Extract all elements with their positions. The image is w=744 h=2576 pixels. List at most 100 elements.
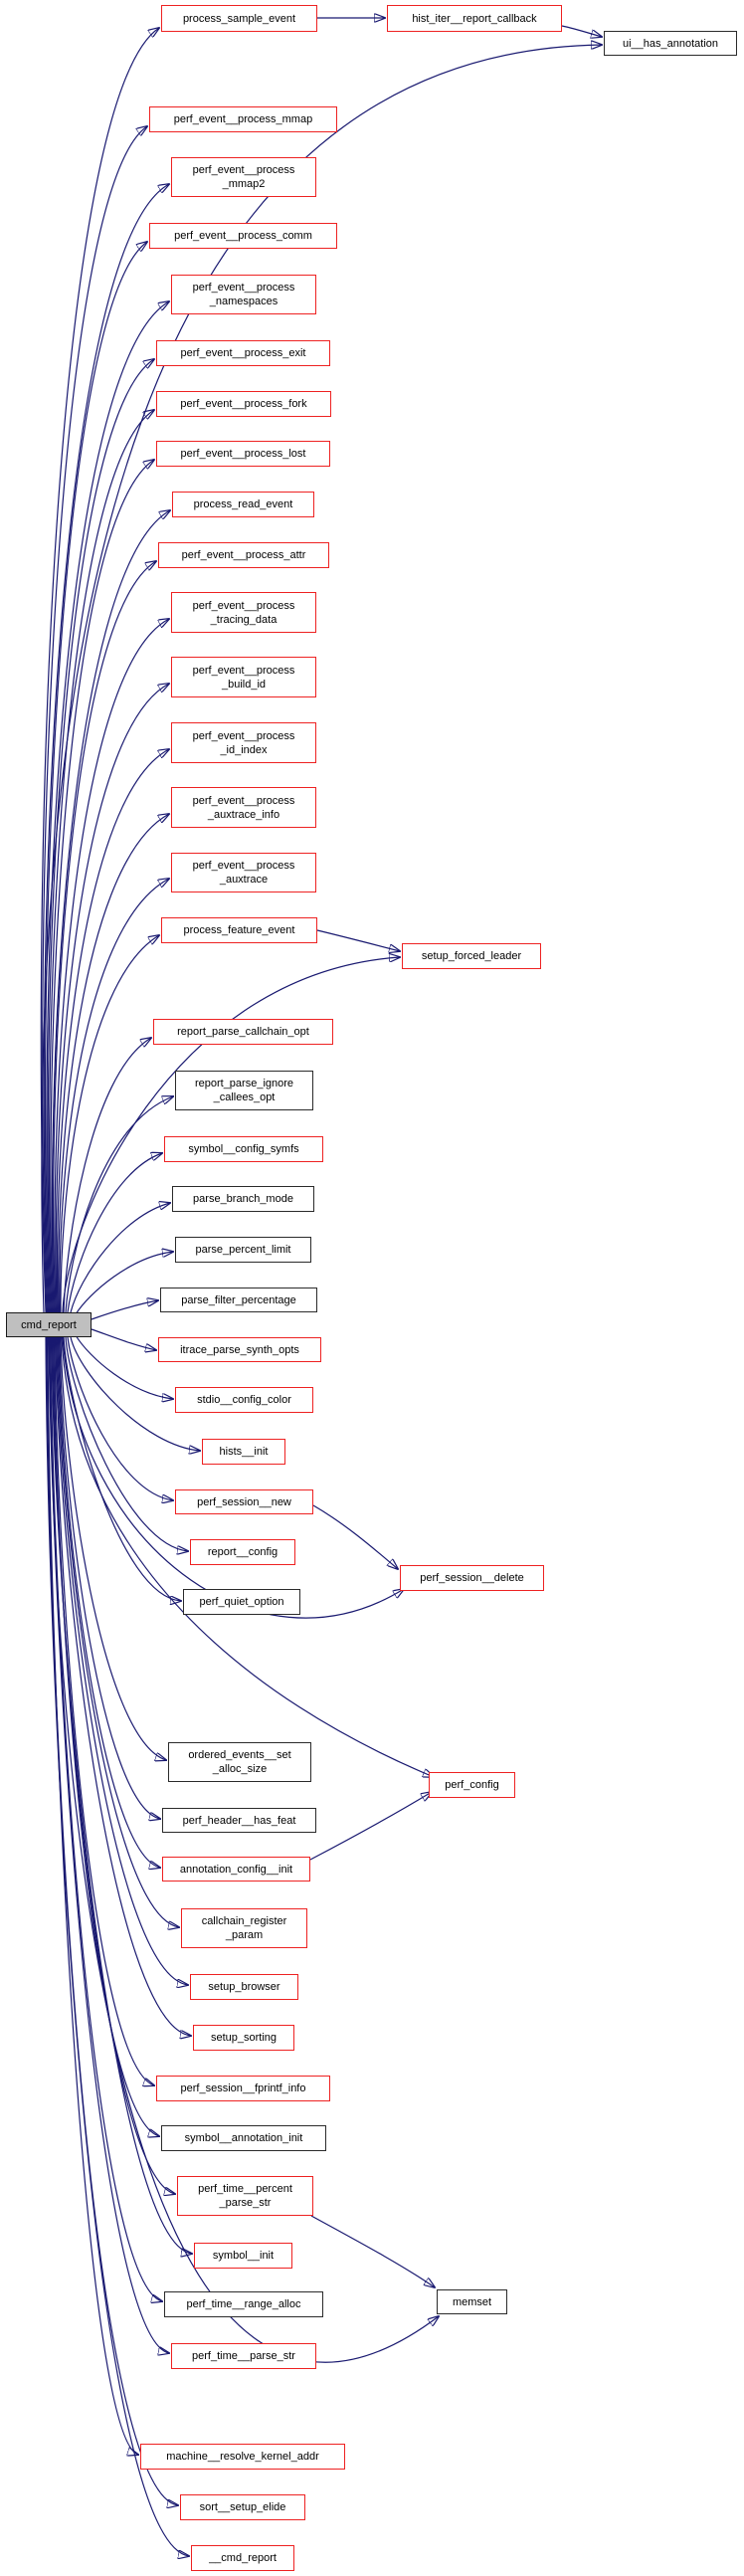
edge-cmd_report-perf_event__process_tracing_data	[54, 619, 169, 1313]
node-process_feature_event[interactable]: process_feature_event	[161, 917, 317, 943]
node-perf_event__process_exit[interactable]: perf_event__process_exit	[156, 340, 330, 366]
node-perf_time__range_alloc[interactable]: perf_time__range_alloc	[164, 2291, 323, 2317]
node-cmd_report: cmd_report	[6, 1312, 92, 1337]
node-perf_session__new[interactable]: perf_session__new	[175, 1489, 313, 1514]
node-parse_branch_mode[interactable]: parse_branch_mode	[172, 1186, 314, 1212]
node-perf_header__has_feat[interactable]: perf_header__has_feat	[162, 1808, 316, 1833]
node-perf_event__process_namespaces[interactable]: perf_event__process _namespaces	[171, 275, 316, 314]
edge-cmd_report-perf_time__range_alloc	[50, 1336, 162, 2301]
edge-cmd_report-perf_event__process_exit	[47, 359, 154, 1313]
edge-cmd_report-annotation_config__init	[58, 1336, 160, 1868]
edge-cmd_report-setup_sorting	[55, 1336, 191, 2036]
node-machine__resolve_kernel_addr[interactable]: machine__resolve_kernel_addr	[140, 2444, 345, 2470]
edge-cmd_report-perf_event__process_fork	[48, 410, 154, 1313]
edge-cmd_report-setup_forced_leader	[62, 957, 400, 1313]
node-ordered_events__set_alloc_size[interactable]: ordered_events__set _alloc_size	[168, 1742, 311, 1782]
edge-process_feature_event-setup_forced_leader	[316, 929, 400, 951]
edge-cmd_report-perf_event__process_namespaces	[46, 301, 169, 1313]
node-perf_quiet_option[interactable]: perf_quiet_option	[183, 1589, 300, 1615]
node-perf_session__fprintf_info[interactable]: perf_session__fprintf_info	[156, 2076, 330, 2101]
node-symbol__init[interactable]: symbol__init	[194, 2243, 292, 2269]
node-annotation_config__init[interactable]: annotation_config__init	[162, 1857, 310, 1882]
node-perf_event__process_attr[interactable]: perf_event__process_attr	[158, 542, 329, 568]
node-sort__setup_elide[interactable]: sort__setup_elide	[180, 2494, 305, 2520]
node-perf_event__process_lost[interactable]: perf_event__process_lost	[156, 441, 330, 467]
edge-cmd_report-symbol__init	[51, 1336, 192, 2254]
node-hists__init[interactable]: hists__init	[202, 1439, 285, 1465]
edge-cmd_report-report_parse_callchain_opt	[63, 1038, 151, 1313]
edge-cmd_report-perf_session__fprintf_info	[54, 1336, 154, 2085]
node-symbol__annotation_init[interactable]: symbol__annotation_init	[161, 2125, 326, 2151]
node-report_parse_callchain_opt[interactable]: report_parse_callchain_opt	[153, 1019, 333, 1045]
node-perf_time__parse_str[interactable]: perf_time__parse_str	[171, 2343, 316, 2369]
edge-cmd_report-perf_event__process_id_index	[56, 749, 169, 1313]
edge-cmd_report-parse_filter_percentage	[91, 1300, 158, 1320]
node-perf_config[interactable]: perf_config	[429, 1772, 515, 1798]
edge-cmd_report-perf_session__delete	[62, 1336, 404, 1619]
node-setup_sorting[interactable]: setup_sorting	[193, 2025, 294, 2051]
edge-cmd_report-process_feature_event	[60, 935, 159, 1313]
edge-cmd_report-perf_event__process_attr	[52, 561, 156, 1313]
node-parse_percent_limit[interactable]: parse_percent_limit	[175, 1237, 311, 1263]
node-perf_event__process_mmap[interactable]: perf_event__process_mmap	[149, 106, 337, 132]
edge-perf_session__new-perf_session__delete	[312, 1504, 398, 1569]
node-__cmd_report[interactable]: __cmd_report	[191, 2545, 294, 2571]
edge-cmd_report-process_sample_event	[40, 28, 159, 1313]
node-perf_event__process_auxtrace_info[interactable]: perf_event__process _auxtrace_info	[171, 787, 316, 828]
edge-cmd_report-perf_session__new	[67, 1336, 173, 1500]
edge-cmd_report-process_read_event	[51, 510, 170, 1313]
node-ui__has_annotation[interactable]: ui__has_annotation	[604, 31, 737, 56]
node-setup_forced_leader[interactable]: setup_forced_leader	[402, 943, 541, 969]
edge-cmd_report-symbol__config_symfs	[67, 1153, 162, 1313]
edge-cmd_report-perf_event__process_lost	[50, 460, 154, 1313]
edge-cmd_report-itrace_parse_synth_opts	[91, 1328, 156, 1350]
edge-cmd_report-perf_header__has_feat	[59, 1336, 160, 1819]
node-setup_browser[interactable]: setup_browser	[190, 1974, 298, 2000]
node-perf_session__delete[interactable]: perf_session__delete	[400, 1565, 544, 1591]
edge-cmd_report-stdio__config_color	[75, 1334, 173, 1399]
node-perf_time__percent_parse_str[interactable]: perf_time__percent _parse_str	[177, 2176, 313, 2216]
node-report__config[interactable]: report__config	[190, 1539, 295, 1565]
edge-cmd_report-perf_config	[61, 1336, 434, 1777]
node-perf_event__process_auxtrace[interactable]: perf_event__process _auxtrace	[171, 853, 316, 892]
edge-annotation_config__init-perf_config	[309, 1792, 432, 1861]
edge-cmd_report-perf_event__process_auxtrace	[59, 879, 169, 1313]
node-perf_event__process_tracing_data[interactable]: perf_event__process _tracing_data	[171, 592, 316, 633]
edge-cmd_report-perf_event__process_build_id	[55, 684, 169, 1313]
edge-cmd_report-perf_event__process_comm	[44, 242, 147, 1313]
node-perf_event__process_build_id[interactable]: perf_event__process _build_id	[171, 657, 316, 697]
edge-cmd_report-symbol__annotation_init	[53, 1336, 159, 2136]
node-report_parse_ignore_callees_opt[interactable]: report_parse_ignore _callees_opt	[175, 1071, 313, 1110]
node-symbol__config_symfs[interactable]: symbol__config_symfs	[164, 1136, 323, 1162]
node-callchain_register_param[interactable]: callchain_register _param	[181, 1908, 307, 1948]
edge-cmd_report-perf_quiet_option	[63, 1336, 181, 1601]
edge-cmd_report-setup_browser	[56, 1336, 188, 1985]
node-process_read_event[interactable]: process_read_event	[172, 492, 314, 517]
edge-cmd_report-__cmd_report	[45, 1336, 189, 2556]
edge-cmd_report-perf_event__process_mmap	[42, 126, 147, 1313]
node-process_sample_event[interactable]: process_sample_event	[161, 5, 317, 32]
node-stdio__config_color[interactable]: stdio__config_color	[175, 1387, 313, 1413]
edge-cmd_report-parse_branch_mode	[70, 1203, 170, 1313]
node-perf_event__process_id_index[interactable]: perf_event__process _id_index	[171, 722, 316, 763]
node-hist_iter__report_callback[interactable]: hist_iter__report_callback	[387, 5, 562, 32]
edge-cmd_report-perf_event__process_mmap2	[43, 184, 169, 1313]
edge-cmd_report-memset	[48, 1336, 439, 2363]
node-memset[interactable]: memset	[437, 2289, 507, 2314]
edge-cmd_report-hists__init	[70, 1336, 200, 1451]
edge-cmd_report-parse_percent_limit	[75, 1252, 173, 1315]
edge-cmd_report-perf_event__process_auxtrace_info	[58, 814, 169, 1313]
node-parse_filter_percentage[interactable]: parse_filter_percentage	[160, 1288, 317, 1312]
edge-cmd_report-report__config	[65, 1336, 188, 1551]
node-perf_event__process_fork[interactable]: perf_event__process_fork	[156, 391, 331, 417]
edge-cmd_report-report_parse_ignore_callees_opt	[65, 1096, 173, 1313]
node-perf_event__process_mmap2[interactable]: perf_event__process _mmap2	[171, 157, 316, 197]
edge-hist_iter__report_callback-ui__has_annotation	[561, 25, 602, 37]
edge-cmd_report-ordered_events__set_alloc_size	[60, 1336, 166, 1760]
edge-perf_time__percent_parse_str-memset	[310, 2215, 435, 2287]
node-perf_event__process_comm[interactable]: perf_event__process_comm	[149, 223, 337, 249]
node-itrace_parse_synth_opts[interactable]: itrace_parse_synth_opts	[158, 1337, 321, 1362]
edge-cmd_report-machine__resolve_kernel_addr	[47, 1336, 138, 2455]
